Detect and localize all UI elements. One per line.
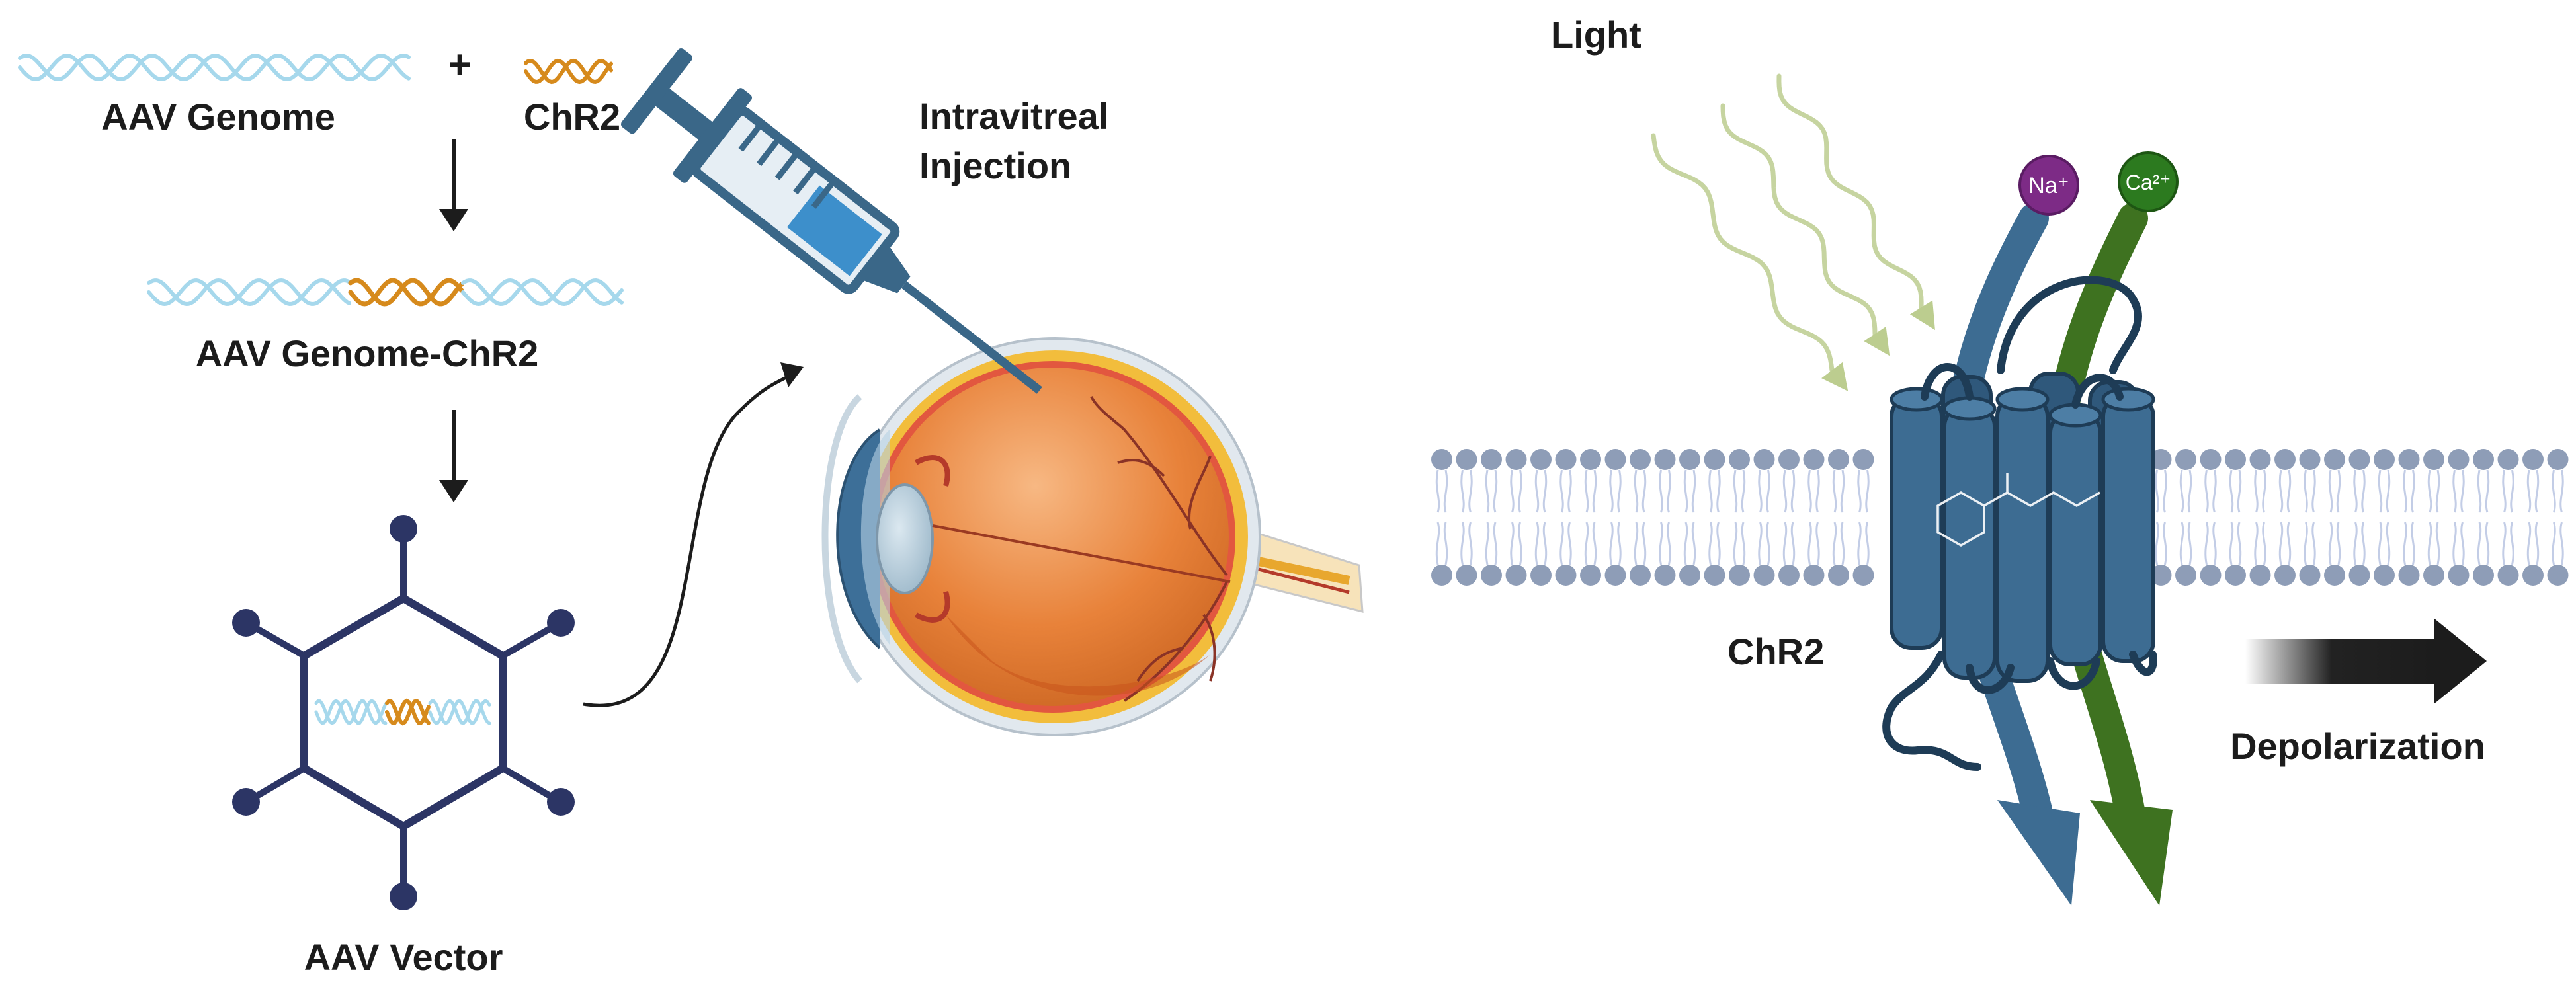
channel-protein-icon xyxy=(1882,276,2157,771)
depolarization-label: Depolarization xyxy=(2230,725,2485,767)
light-label: Light xyxy=(1551,14,1641,56)
chr2-gene-helix xyxy=(524,58,613,85)
plus-sign: + xyxy=(448,42,471,87)
aav-vector-label: AAV Vector xyxy=(304,936,503,978)
membrane-icon xyxy=(1431,449,2569,586)
aav-genome-helix xyxy=(18,53,411,82)
recombinant-genome-helix xyxy=(147,278,624,307)
light-ray-icon xyxy=(1651,73,1935,391)
intravitreal-label-line1: Intravitreal xyxy=(919,95,1108,137)
chr2-gene-label: ChR2 xyxy=(524,96,620,138)
svg-text:Na⁺: Na⁺ xyxy=(2028,173,2069,198)
aav-genome-chr2-label: AAV Genome-ChR2 xyxy=(196,333,539,374)
down-arrow-2 xyxy=(439,410,468,502)
curved-arrow xyxy=(583,362,804,707)
chr2-channel-label: ChR2 xyxy=(1727,631,1824,672)
depolarization-arrow xyxy=(2245,618,2487,704)
calcium-ion: Ca²⁺ xyxy=(2118,151,2179,212)
aav-genome-label: AAV Genome xyxy=(101,96,335,138)
svg-text:Ca²⁺: Ca²⁺ xyxy=(2126,171,2171,194)
eye-icon xyxy=(821,337,1364,736)
sodium-ion: Na⁺ xyxy=(2018,155,2079,216)
capsid-icon xyxy=(232,515,575,910)
intravitreal-label-line2: Injection xyxy=(919,145,1071,186)
capsid-genome-helix xyxy=(314,698,491,726)
syringe-icon xyxy=(620,48,1042,394)
down-arrow-1 xyxy=(439,139,468,231)
